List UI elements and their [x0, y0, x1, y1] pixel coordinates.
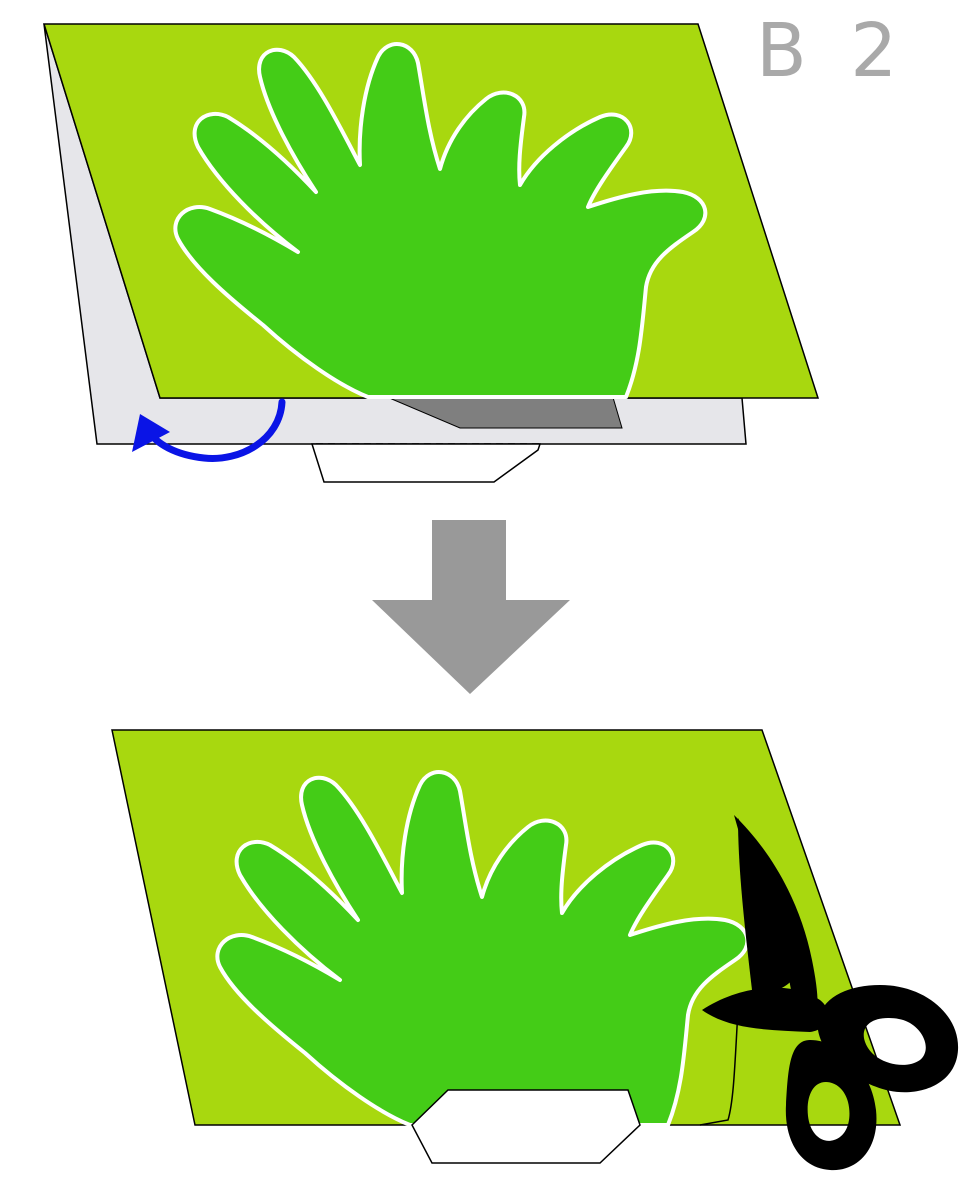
tab-bottom: [412, 1090, 640, 1163]
tab-top: [312, 444, 540, 482]
top-folded-paper: [44, 24, 818, 482]
down-arrow-icon: [372, 520, 570, 694]
